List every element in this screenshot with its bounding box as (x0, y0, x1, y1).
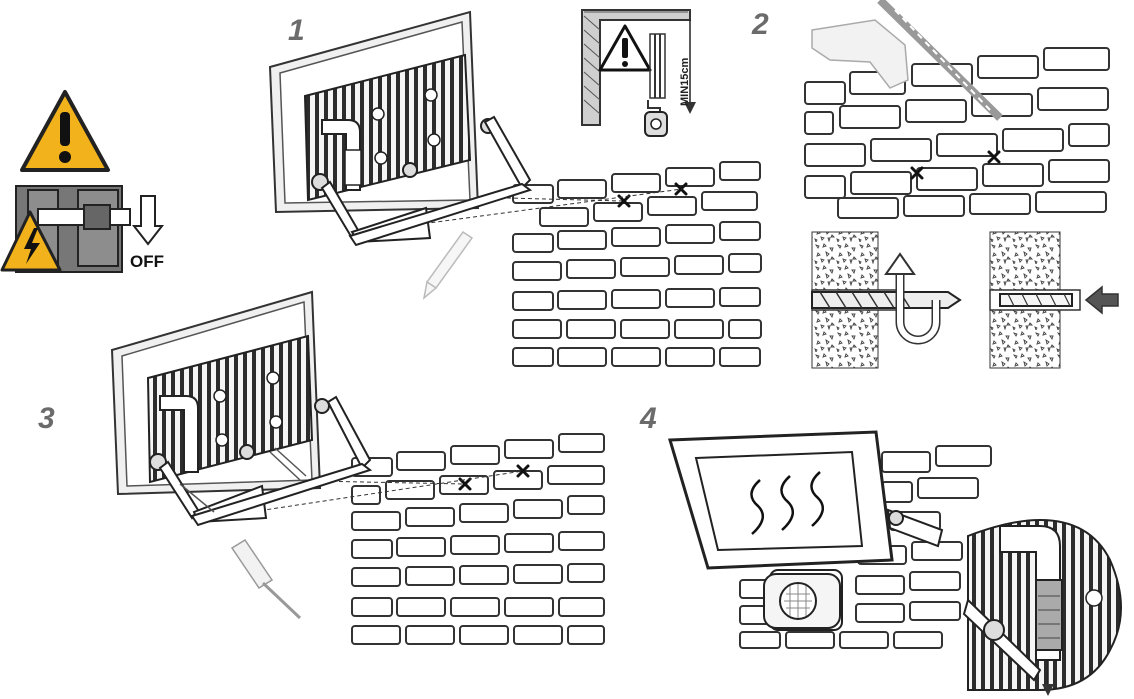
clearance-label: MIN15cm (679, 57, 691, 106)
clearance-inset: MIN15cm (581, 9, 696, 137)
brick-wall (804, 47, 1110, 219)
heat-waves-icon (750, 471, 825, 535)
floodlight-back-view (268, 10, 496, 214)
step-1: 1 (268, 9, 765, 370)
brick-wall (510, 150, 765, 370)
step-number: 4 (639, 402, 657, 435)
pencil-icon (422, 230, 474, 300)
warning-triangle-icon (598, 24, 652, 72)
mounting-bracket (320, 115, 533, 247)
step-number: 1 (288, 14, 305, 47)
alignment-guide (197, 470, 524, 521)
screwdriver-icon (230, 538, 302, 620)
motion-sensor (763, 569, 843, 631)
floodlight-back-view (110, 290, 330, 496)
brick-wall (351, 433, 605, 645)
screw-icon (179, 447, 307, 513)
floodlight-front-view (668, 430, 944, 570)
step-number: 2 (751, 8, 769, 41)
anchor-cross-section (989, 231, 1119, 369)
rotate-arrow-icon (884, 252, 941, 345)
off-label: OFF (130, 252, 164, 271)
alignment-guide (361, 188, 683, 233)
cable-gland-detail (962, 518, 1122, 696)
step-number: 3 (38, 402, 55, 435)
off-arrow-icon (131, 195, 165, 246)
drill-icon (811, 0, 1003, 121)
drilling-cross-section (811, 231, 962, 369)
brick-wall (739, 445, 992, 649)
push-arrow-icon (1084, 285, 1119, 315)
step-4: 4 (639, 402, 1122, 696)
mounting-bracket (158, 395, 373, 527)
step-2: 2 (751, 0, 1119, 369)
warning-triangle-icon (20, 90, 110, 172)
electric-hazard-icon (0, 210, 62, 272)
drill-mark-icon (910, 150, 1001, 180)
step-3: 3 (38, 290, 605, 645)
warning-panel: OFF (0, 90, 165, 273)
